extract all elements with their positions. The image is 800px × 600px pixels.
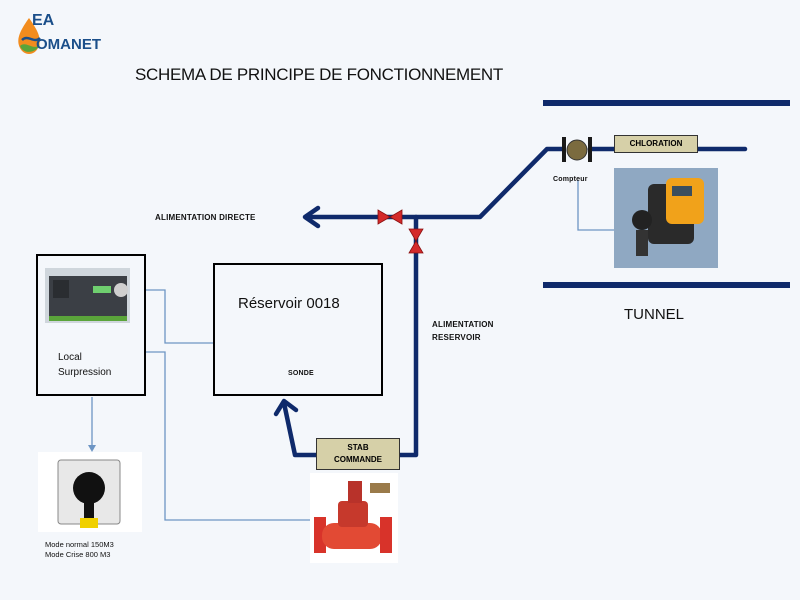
dosing-pump-photo — [614, 168, 718, 268]
sonde-label: SONDE — [288, 370, 314, 377]
seasomanet-logo: EA OMANET — [10, 12, 101, 67]
reservoir-label: Réservoir 0018 — [238, 295, 340, 312]
stab-line-1: STAB — [347, 443, 369, 452]
label-alimentation-reservoir-1: ALIMENTATION — [432, 320, 494, 329]
alimentation-directe-arrow — [302, 205, 321, 229]
logo-line-1: EA — [32, 12, 55, 29]
page-title: SCHEMA DE PRINCIPE DE FONCTIONNEMENT — [135, 65, 503, 84]
label-alimentation-directe: ALIMENTATION DIRECTE — [155, 213, 256, 222]
stab-commande-box: STAB COMMANDE — [316, 438, 400, 470]
signal-arrowhead — [88, 445, 96, 452]
pump-controller-photo — [45, 268, 130, 323]
local-label-line-2: Surpression — [58, 367, 112, 378]
label-alimentation-reservoir-2: RESERVOIR — [432, 333, 481, 342]
logo-line-2: OMANET — [36, 36, 101, 53]
mode-label-line-1: Mode normal 150M3 — [45, 540, 114, 549]
stab-line-2: COMMANDE — [334, 455, 382, 464]
reservoir-box — [213, 263, 383, 396]
reservoir-feed-pipe — [273, 214, 419, 458]
mode-label-line-2: Mode Crise 800 M3 — [45, 550, 111, 559]
mode-label: Mode normal 150M3 Mode Crise 800 M3 — [45, 540, 114, 560]
mode-selector-switch-photo — [38, 452, 142, 532]
tunnel-label: TUNNEL — [624, 306, 685, 323]
compteur-meter-icon — [562, 137, 592, 162]
control-valve-photo — [310, 473, 398, 563]
valve-horizontal — [377, 209, 403, 225]
valve-vertical — [408, 228, 424, 254]
local-surpression-label: Local Surpression — [58, 350, 111, 380]
local-label-line-1: Local — [58, 352, 82, 363]
chloration-box: CHLORATION — [614, 135, 698, 153]
logo-droplet-icon — [18, 18, 41, 54]
compteur-label: Compteur — [553, 176, 588, 183]
